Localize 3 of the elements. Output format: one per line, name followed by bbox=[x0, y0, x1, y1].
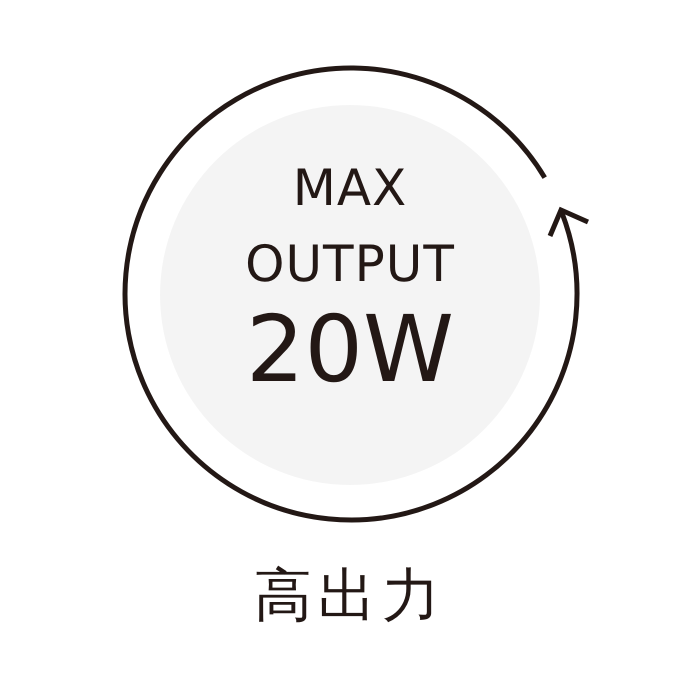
power-value: 20W bbox=[244, 300, 456, 400]
caption-text: 高出力 bbox=[253, 560, 447, 630]
badge-heading: MAX OUTPUT bbox=[244, 158, 456, 295]
